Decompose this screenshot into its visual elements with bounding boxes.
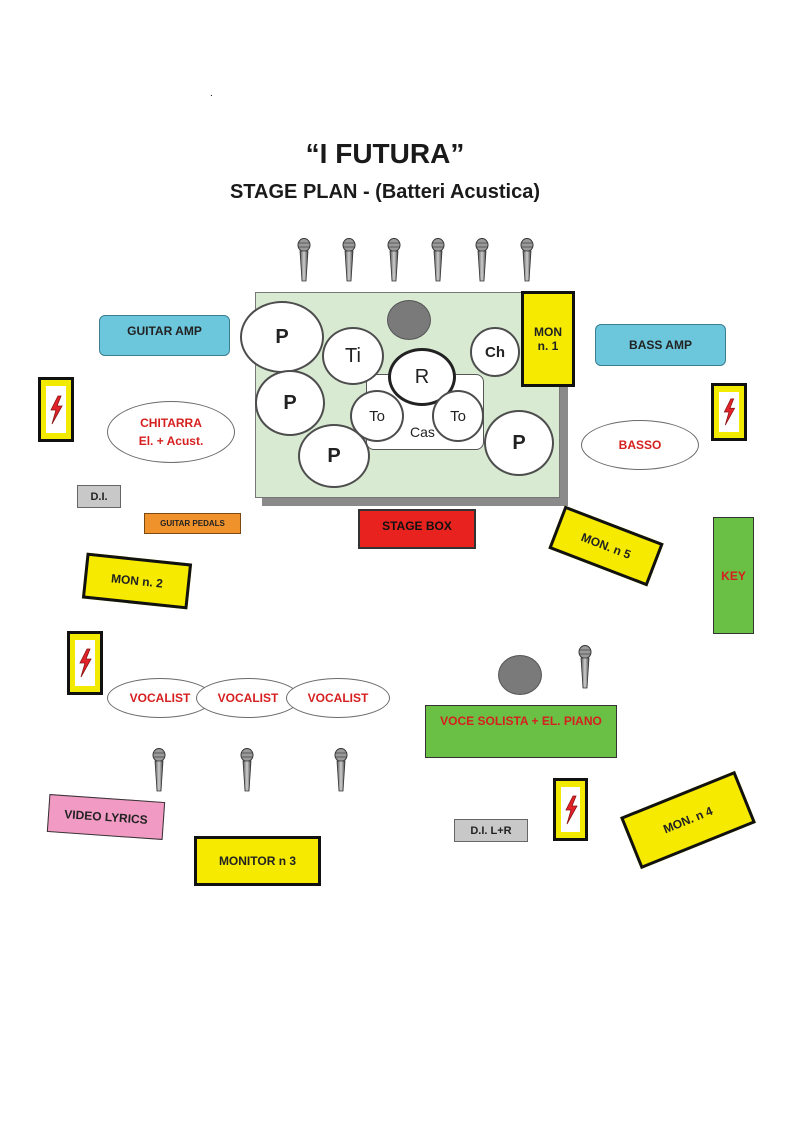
- di-box: D.I.: [77, 485, 121, 508]
- lightning-bolt-icon: [50, 395, 63, 424]
- cymbal-label: P: [327, 444, 341, 467]
- monitor-1-label-line1: MON: [534, 325, 562, 339]
- di-box-label: D.I.: [90, 490, 108, 503]
- video-lyrics: VIDEO LYRICS: [46, 794, 166, 840]
- top-dot: .: [210, 88, 213, 99]
- cymbal-p-2: P: [255, 370, 325, 436]
- bass-amp: BASS AMP: [595, 324, 726, 366]
- monitor-3-label: MONITOR n 3: [218, 854, 297, 868]
- lead-vocal-piano: VOCE SOLISTA + EL. PIANO: [425, 705, 617, 758]
- vocalist-position-2: VOCALIST: [196, 678, 300, 718]
- stage-box: STAGE BOX: [358, 509, 476, 549]
- microphone-icon: [578, 645, 592, 689]
- microphone-icon: [240, 748, 254, 792]
- bassist-position: BASSO: [581, 420, 699, 470]
- video-lyrics-label: VIDEO LYRICS: [63, 807, 149, 827]
- microphone-icon: [342, 238, 356, 282]
- guitar-amp-label: GUITAR AMP: [127, 324, 202, 338]
- monitor-1-label-line2: n. 1: [537, 339, 559, 353]
- monitor-4-label: MON. n 4: [661, 803, 715, 837]
- monitor-1: MON n. 1: [521, 291, 575, 387]
- keyboard-label: KEY: [721, 568, 746, 583]
- power-outlet-icon: [38, 377, 74, 442]
- monitor-2-label: MON n. 2: [110, 571, 164, 591]
- guitar-amp: GUITAR AMP: [99, 315, 230, 356]
- di-lr-label: D.I. L+R: [470, 824, 512, 837]
- cymbal-label: P: [283, 391, 297, 414]
- microphone-icon: [297, 238, 311, 282]
- vocalist-position-1: VOCALIST: [107, 678, 213, 718]
- monitor-5: MON. n 5: [548, 505, 664, 587]
- lead-vocal-piano-label: VOCE SOLISTA + EL. PIANO: [440, 714, 602, 728]
- di-lr-box: D.I. L+R: [454, 819, 528, 842]
- drum-stool: [387, 300, 431, 340]
- guitarist-label-line2: El. + Acust.: [138, 434, 204, 448]
- lightning-bolt-icon: [79, 648, 92, 678]
- tom-2: To: [432, 390, 484, 442]
- tom-1: To: [350, 390, 404, 442]
- china-label: Ch: [485, 343, 505, 361]
- stage-box-label: STAGE BOX: [382, 519, 452, 533]
- microphone-icon: [475, 238, 489, 282]
- lightning-bolt-icon: [723, 398, 736, 426]
- power-outlet-icon: [711, 383, 747, 441]
- guitarist-position: CHITARRA El. + Acust.: [107, 401, 235, 463]
- vocalist-label: VOCALIST: [307, 691, 369, 705]
- microphone-icon: [334, 748, 348, 792]
- vocalist-label: VOCALIST: [129, 691, 191, 705]
- timpani-drum: Ti: [322, 327, 384, 385]
- monitor-3: MONITOR n 3: [194, 836, 321, 886]
- stage-plan-title: STAGE PLAN - (Batteri Acustica): [229, 181, 541, 203]
- bassist-label: BASSO: [618, 438, 662, 452]
- vocalist-position-3: VOCALIST: [286, 678, 390, 718]
- cymbal-label: P: [275, 325, 289, 348]
- cymbal-label: P: [512, 431, 526, 454]
- band-title: “I FUTURA”: [305, 138, 465, 169]
- microphone-icon: [152, 748, 166, 792]
- timpani-label: Ti: [345, 344, 361, 367]
- monitor-4: MON. n 4: [620, 770, 756, 870]
- microphone-icon: [431, 238, 445, 282]
- vocal-stool: [498, 655, 542, 695]
- guitar-pedals-label: GUITAR PEDALS: [160, 519, 225, 528]
- bass-amp-label: BASS AMP: [629, 338, 692, 352]
- lightning-bolt-icon: [564, 795, 578, 824]
- cymbal-p-4: P: [484, 410, 554, 476]
- cymbal-p-1: P: [240, 301, 324, 373]
- monitor-2: MON n. 2: [81, 552, 193, 610]
- vocalist-label: VOCALIST: [217, 691, 279, 705]
- tom-label: To: [369, 407, 385, 425]
- ride-label: R: [414, 365, 430, 388]
- china-cymbal: Ch: [470, 327, 520, 377]
- power-outlet-face: [75, 640, 95, 686]
- power-outlet-icon: [553, 778, 588, 841]
- microphone-icon: [520, 238, 534, 282]
- guitar-pedals: GUITAR PEDALS: [144, 513, 241, 534]
- microphone-icon: [387, 238, 401, 282]
- power-outlet-face: [719, 392, 739, 432]
- power-outlet-face: [46, 386, 66, 433]
- power-outlet-face: [561, 787, 580, 832]
- drum-cas-label: Cas: [410, 424, 435, 440]
- monitor-5-label: MON. n 5: [579, 530, 633, 562]
- keyboard: KEY: [713, 517, 754, 634]
- tom-label: To: [450, 407, 466, 425]
- guitarist-label-line1: CHITARRA: [140, 416, 202, 430]
- power-outlet-icon: [67, 631, 103, 695]
